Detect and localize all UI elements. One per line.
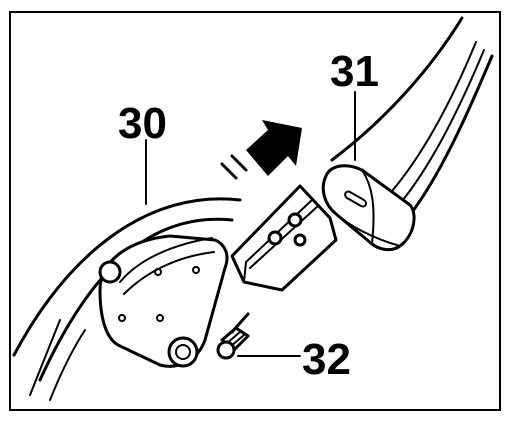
callout-31: 31 — [330, 47, 379, 96]
screw-32 — [216, 312, 250, 360]
rail-section-31 — [321, 16, 494, 252]
callout-30: 30 — [118, 99, 167, 148]
motion-arrow-icon — [220, 120, 302, 180]
callout-32: 32 — [302, 335, 351, 384]
hinge-assembly-30 — [12, 184, 338, 401]
diagram-frame — [9, 11, 501, 411]
